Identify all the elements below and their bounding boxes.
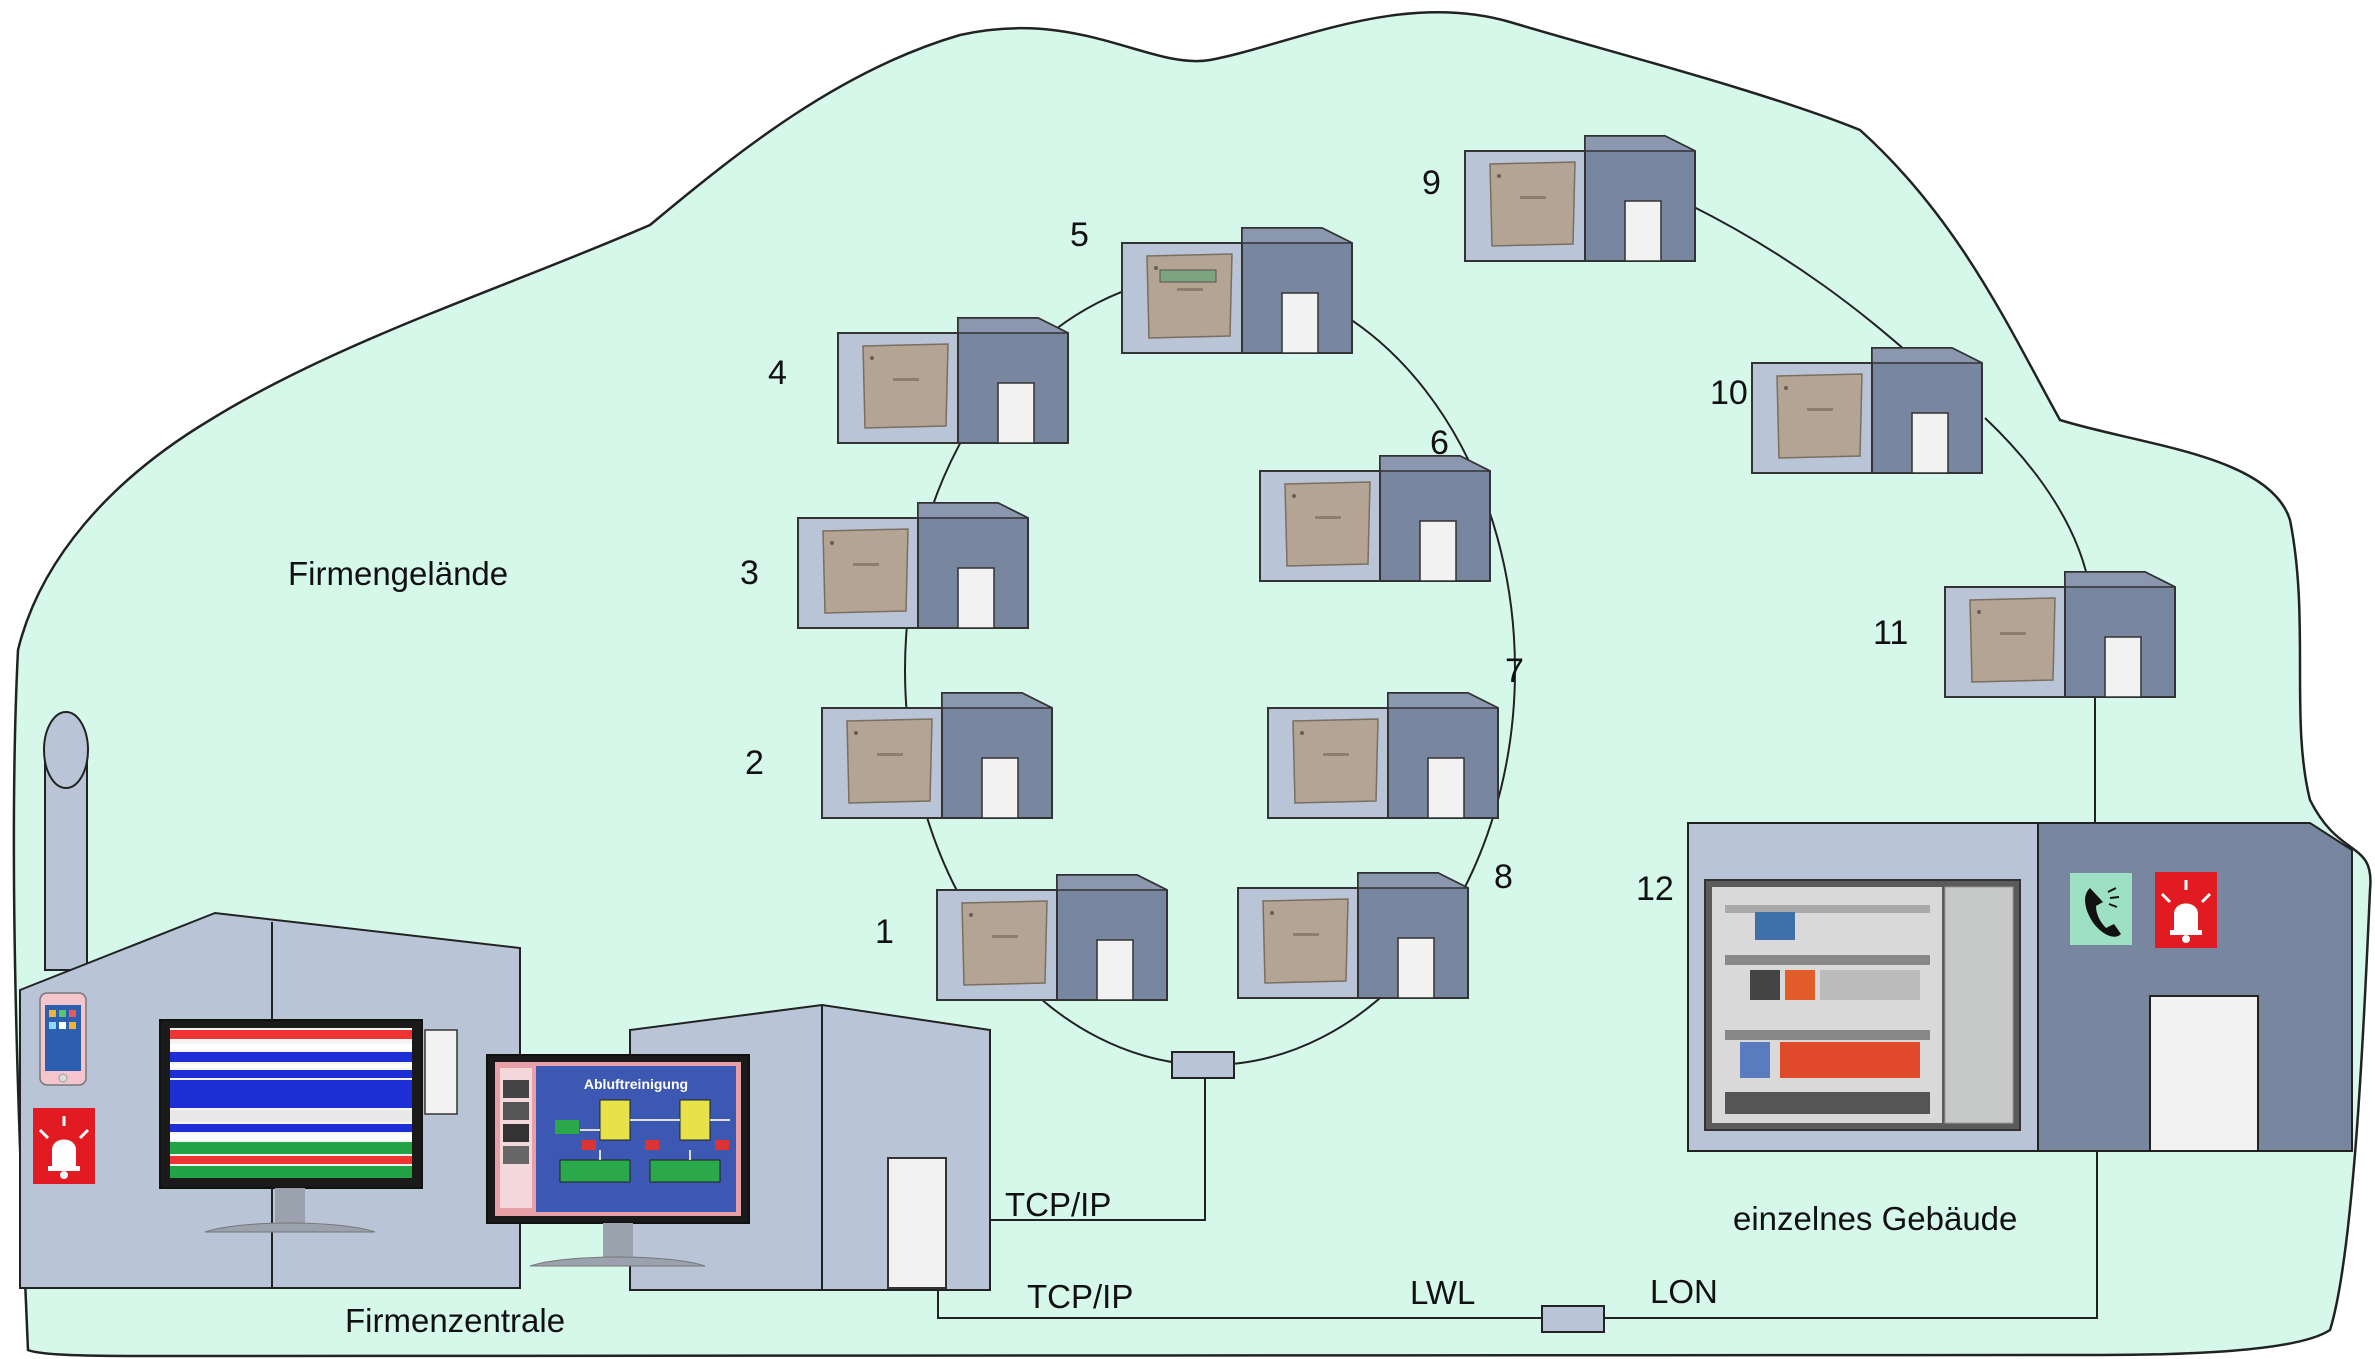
hq-label: Firmenzentrale xyxy=(345,1302,565,1339)
building-8 xyxy=(1237,872,1469,999)
building-4 xyxy=(837,317,1069,444)
building-10 xyxy=(1751,347,1983,474)
scada-monitor: Abluftreinigung xyxy=(486,1054,750,1267)
building-9 xyxy=(1464,135,1696,262)
building-number: 3 xyxy=(740,554,759,592)
ring-hub xyxy=(1171,1051,1235,1079)
lwl-lon-converter xyxy=(1541,1305,1605,1333)
building-number: 12 xyxy=(1636,870,1674,908)
chain-network xyxy=(1689,204,2096,825)
scada-title: Abluftreinigung xyxy=(584,1076,688,1092)
building-1 xyxy=(936,874,1168,1001)
single-building-label: einzelnes Gebäude xyxy=(1733,1200,2017,1237)
building-number: 4 xyxy=(768,354,787,392)
smartphone-icon xyxy=(39,992,87,1086)
link-label-lon: LON xyxy=(1650,1273,1718,1310)
building-number: 5 xyxy=(1070,216,1089,254)
alarm-bell-icon xyxy=(2155,872,2217,948)
link-label-tcpip: TCP/IP xyxy=(1005,1186,1111,1223)
building-number: 7 xyxy=(1505,652,1524,690)
tcpip-link-ring xyxy=(990,1076,1206,1221)
site-label: Firmengelände xyxy=(288,555,508,592)
building-number: 10 xyxy=(1710,374,1748,412)
building-number: 9 xyxy=(1422,164,1441,202)
building-7 xyxy=(1267,692,1499,819)
building-number: 8 xyxy=(1494,858,1513,896)
building-number: 11 xyxy=(1873,614,1908,652)
building-number: 6 xyxy=(1430,424,1449,462)
tcpip-lwl-lon-link xyxy=(937,1280,1543,1319)
building-6 xyxy=(1259,455,1491,582)
building-number: 2 xyxy=(745,744,764,782)
building-12 xyxy=(1687,822,2353,1152)
alarm-bell-icon xyxy=(33,1108,95,1184)
building-3 xyxy=(797,502,1029,629)
link-label-tcpip: TCP/IP xyxy=(1027,1278,1133,1315)
building-5 xyxy=(1121,227,1353,354)
phone-icon xyxy=(2070,873,2132,945)
monitor-icon xyxy=(159,1019,423,1233)
building-number: 1 xyxy=(875,913,894,951)
link-label-lwl: LWL xyxy=(1410,1274,1475,1311)
building-2 xyxy=(821,692,1053,819)
building-11 xyxy=(1944,571,2176,698)
